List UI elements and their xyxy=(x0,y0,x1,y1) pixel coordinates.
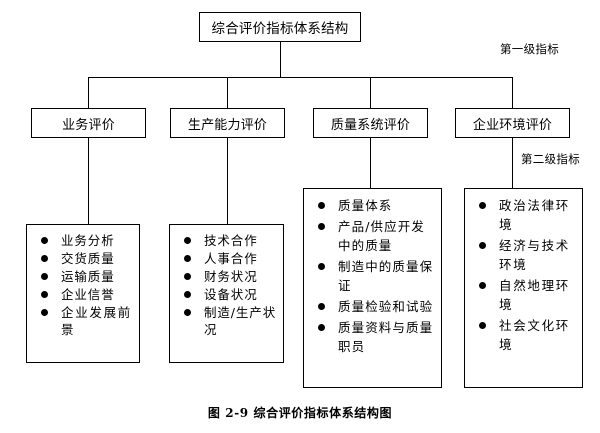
list-item: 运输质量 xyxy=(31,268,133,285)
bullet-icon xyxy=(318,202,325,209)
bullet-icon xyxy=(41,309,48,316)
bullet-icon xyxy=(41,291,48,298)
connector-bus-drop-2 xyxy=(227,77,228,108)
list-item: 财务状况 xyxy=(174,268,277,285)
bullet-icon xyxy=(318,263,325,270)
bullet-icon xyxy=(479,282,486,289)
connector-level1-to-leaf-1 xyxy=(88,138,89,224)
level1-node-label: 质量系统评价 xyxy=(330,117,411,133)
bullet-icon xyxy=(184,255,191,262)
list-item: 质量资料与质量职员 xyxy=(308,318,435,356)
bullet-icon xyxy=(184,309,191,316)
list-item-label: 运输质量 xyxy=(61,269,115,284)
list-item-label: 产品/供应开发中的质量 xyxy=(338,219,425,253)
bullet-icon xyxy=(184,291,191,298)
bullet-icon xyxy=(318,303,325,310)
level2-box-business-evaluation: 业务分析 交货质量 运输质量 企业信誉 企业发展前景 xyxy=(26,224,140,363)
list-item: 设备状况 xyxy=(174,286,277,303)
level1-node-quality-system-evaluation: 质量系统评价 xyxy=(313,108,428,138)
list-item: 交货质量 xyxy=(31,250,133,267)
list-item: 业务分析 xyxy=(31,232,133,249)
level2-list: 业务分析 交货质量 运输质量 企业信誉 企业发展前景 xyxy=(31,232,133,338)
connector-level1-to-leaf-3 xyxy=(370,138,371,188)
bullet-icon xyxy=(479,202,486,209)
list-item-label: 交货质量 xyxy=(61,251,115,266)
list-item: 社会文化环境 xyxy=(469,316,576,354)
list-item: 质量检验和试验 xyxy=(308,297,435,316)
bullet-icon xyxy=(41,273,48,280)
list-item-label: 设备状况 xyxy=(204,287,258,302)
connector-level1-to-leaf-2 xyxy=(227,138,228,224)
list-item: 制造中的质量保证 xyxy=(308,257,435,295)
list-item: 经济与技术环境 xyxy=(469,236,576,274)
annotation-level1-indicator: 第一级指标 xyxy=(500,42,559,56)
list-item: 产品/供应开发中的质量 xyxy=(308,217,435,255)
level1-node-business-evaluation: 业务评价 xyxy=(31,108,146,138)
root-node-label: 综合评价指标体系结构 xyxy=(211,21,349,37)
bullet-icon xyxy=(479,242,486,249)
root-node: 综合评价指标体系结构 xyxy=(199,12,361,42)
bullet-icon xyxy=(184,237,191,244)
list-item: 技术合作 xyxy=(174,232,277,249)
connector-horizontal-bus xyxy=(88,77,513,78)
level2-box-production-capacity-evaluation: 技术合作 人事合作 财务状况 设备状况 制造/生产状况 xyxy=(169,224,284,363)
annotation-level2-indicator: 第二级指标 xyxy=(521,152,580,166)
list-item-label: 技术合作 xyxy=(204,233,258,248)
list-item-label: 业务分析 xyxy=(61,233,115,248)
connector-bus-drop-1 xyxy=(88,77,89,108)
bullet-icon xyxy=(318,324,325,331)
list-item-label: 人事合作 xyxy=(204,251,258,266)
list-item: 制造/生产状况 xyxy=(174,304,277,338)
bullet-icon xyxy=(479,322,486,329)
list-item-label: 经济与技术环境 xyxy=(499,238,571,272)
list-item: 人事合作 xyxy=(174,250,277,267)
list-item: 自然地理环境 xyxy=(469,276,576,314)
connector-level1-to-leaf-4 xyxy=(512,138,513,188)
list-item-label: 企业信誉 xyxy=(61,287,115,302)
bullet-icon xyxy=(41,237,48,244)
list-item-label: 制造中的质量保证 xyxy=(338,259,434,293)
level2-list: 质量体系 产品/供应开发中的质量 制造中的质量保证 质量检验和试验 质量资料与质… xyxy=(308,196,435,356)
level1-node-enterprise-environment-evaluation: 企业环境评价 xyxy=(455,108,570,138)
bullet-icon xyxy=(184,273,191,280)
level2-box-quality-system-evaluation: 质量体系 产品/供应开发中的质量 制造中的质量保证 质量检验和试验 质量资料与质… xyxy=(303,188,442,388)
level2-list: 政治法律环境 经济与技术环境 自然地理环境 社会文化环境 xyxy=(469,196,576,354)
level2-list: 技术合作 人事合作 财务状况 设备状况 制造/生产状况 xyxy=(174,232,277,338)
level1-node-label: 企业环境评价 xyxy=(472,117,553,133)
list-item-label: 质量检验和试验 xyxy=(338,299,434,314)
level1-node-label: 业务评价 xyxy=(62,117,115,133)
list-item: 企业信誉 xyxy=(31,286,133,303)
list-item-label: 财务状况 xyxy=(204,269,258,284)
list-item: 企业发展前景 xyxy=(31,304,133,338)
list-item-label: 自然地理环境 xyxy=(499,278,571,312)
list-item-label: 政治法律环境 xyxy=(499,198,571,232)
connector-bus-drop-4 xyxy=(512,77,513,108)
list-item-label: 制造/生产状况 xyxy=(204,305,277,337)
list-item: 政治法律环境 xyxy=(469,196,576,234)
list-item-label: 质量资料与质量职员 xyxy=(338,320,434,354)
list-item-label: 社会文化环境 xyxy=(499,318,571,352)
figure-caption: 图 2-9 综合评价指标体系结构图 xyxy=(207,406,393,420)
bullet-icon xyxy=(318,223,325,230)
level1-node-production-capacity-evaluation: 生产能力评价 xyxy=(170,108,285,138)
list-item-label: 质量体系 xyxy=(338,198,393,213)
bullet-icon xyxy=(41,255,48,262)
list-item: 质量体系 xyxy=(308,196,435,215)
connector-bus-drop-3 xyxy=(370,77,371,108)
list-item-label: 企业发展前景 xyxy=(61,305,133,337)
level2-box-enterprise-environment-evaluation: 政治法律环境 经济与技术环境 自然地理环境 社会文化环境 xyxy=(464,188,583,388)
connector-root-stem xyxy=(280,42,281,78)
level1-node-label: 生产能力评价 xyxy=(187,117,268,133)
